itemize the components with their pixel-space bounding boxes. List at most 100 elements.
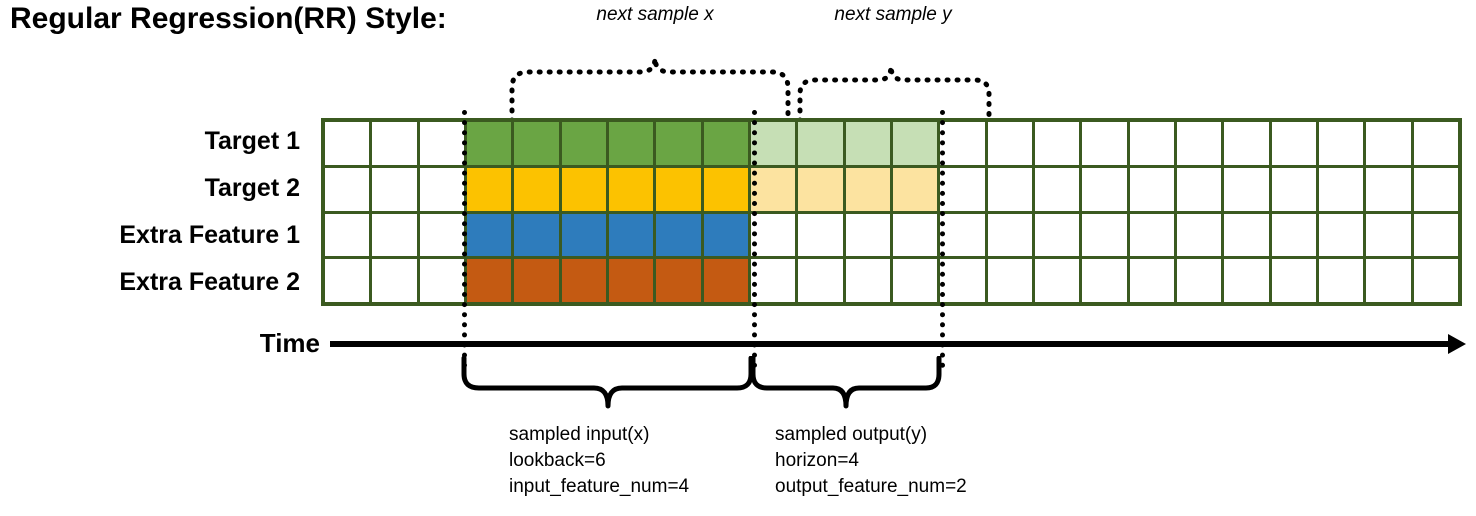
grid-cell-empty xyxy=(419,122,464,165)
grid-cell-empty xyxy=(798,259,843,302)
grid-cell-input xyxy=(514,213,559,257)
grid-cell-input xyxy=(466,259,512,302)
next-sample-x-brace xyxy=(509,57,791,123)
grid-cell-input xyxy=(608,167,654,211)
grid-cell-empty xyxy=(372,213,417,257)
grid-cell-empty xyxy=(940,122,985,165)
grid-cell-empty xyxy=(845,213,890,257)
grid-cell-empty xyxy=(1034,259,1080,302)
sampled-output-brace xyxy=(750,356,942,409)
row-label-extra-feature-2: Extra Feature 2 xyxy=(119,268,300,296)
grid-cell-empty xyxy=(1129,213,1174,257)
sampled-output-line-1: sampled output(y) xyxy=(775,424,928,445)
time-axis-label: Time xyxy=(259,328,320,358)
grid-cell-output xyxy=(798,167,843,211)
grid-cell-empty xyxy=(1034,167,1080,211)
grid-cell-empty xyxy=(1413,167,1458,211)
next-sample-y-brace xyxy=(797,65,992,123)
grid-cell-empty xyxy=(325,122,370,165)
time-axis-arrow-icon xyxy=(1448,334,1466,354)
grid-cell-empty xyxy=(1271,167,1316,211)
grid-cell-empty xyxy=(325,259,370,302)
grid-cell-empty xyxy=(325,213,370,257)
grid-cell-empty xyxy=(419,213,464,257)
sampled-input-line-2: lookback=6 xyxy=(509,450,606,471)
grid-cell-empty xyxy=(1318,167,1364,211)
row-label-target-1: Target 1 xyxy=(204,127,300,155)
grid-cell-output xyxy=(798,122,843,165)
grid-cell-input xyxy=(514,259,559,302)
grid-cell-empty xyxy=(750,213,796,257)
grid-cell-empty xyxy=(1318,213,1364,257)
grid-cell-empty xyxy=(1082,259,1127,302)
grid-cell-empty xyxy=(892,213,938,257)
sampled-output-line-2: horizon=4 xyxy=(775,450,859,471)
grid-cell-empty xyxy=(940,259,985,302)
grid-cell-empty xyxy=(1413,259,1458,302)
grid-cell-input xyxy=(656,122,701,165)
grid-cell-empty xyxy=(987,259,1032,302)
grid-cell-empty xyxy=(1318,259,1364,302)
guide-line-input-start xyxy=(462,110,467,368)
grid-cell-empty xyxy=(1129,259,1174,302)
grid-cell-output xyxy=(892,122,938,165)
sampled-input-brace xyxy=(461,356,754,409)
grid-cell-input xyxy=(514,122,559,165)
grid-cell-empty xyxy=(372,167,417,211)
grid-cell-empty xyxy=(1034,122,1080,165)
grid-cell-empty xyxy=(845,259,890,302)
time-axis-line xyxy=(330,341,1452,347)
grid-cell-empty xyxy=(1129,122,1174,165)
grid-cell-empty xyxy=(1176,213,1222,257)
grid-cell-empty xyxy=(750,259,796,302)
grid-cell-input xyxy=(608,259,654,302)
grid-cell-empty xyxy=(1224,213,1269,257)
grid-cell-input xyxy=(656,167,701,211)
grid-cell-input xyxy=(608,122,654,165)
grid-cell-empty xyxy=(1224,259,1269,302)
grid-cell-empty xyxy=(419,167,464,211)
grid-cell-output xyxy=(845,122,890,165)
grid-cell-input xyxy=(608,213,654,257)
grid-cell-input xyxy=(656,259,701,302)
grid-cell-output xyxy=(845,167,890,211)
grid-cell-output xyxy=(750,167,796,211)
grid-cell-empty xyxy=(987,213,1032,257)
guide-line-input-end xyxy=(752,110,757,368)
row-label-target-2: Target 2 xyxy=(204,174,300,202)
grid-cell-empty xyxy=(1271,213,1316,257)
grid-cell-empty xyxy=(1271,122,1316,165)
next-sample-y-label: next sample y xyxy=(834,4,952,25)
grid-cell-empty xyxy=(1129,167,1174,211)
grid-cell-empty xyxy=(1366,213,1411,257)
grid-cell-input xyxy=(561,167,606,211)
grid-cell-empty xyxy=(419,259,464,302)
sampled-input-annotation: sampled input(x) lookback=6 input_featur… xyxy=(509,422,689,500)
grid-cell-input xyxy=(466,167,512,211)
grid-cell-input xyxy=(561,259,606,302)
grid-cell-empty xyxy=(325,167,370,211)
sampled-input-line-3: input_feature_num=4 xyxy=(509,476,690,497)
next-sample-x-label: next sample x xyxy=(596,4,714,25)
grid-cell-output xyxy=(750,122,796,165)
grid-cell-empty xyxy=(1271,259,1316,302)
grid-cell-empty xyxy=(372,259,417,302)
grid-cell-input xyxy=(703,167,748,211)
grid-cell-empty xyxy=(1082,122,1127,165)
grid-cell-input xyxy=(656,213,701,257)
grid-cell-empty xyxy=(798,213,843,257)
grid-cell-empty xyxy=(940,213,985,257)
grid-cell-empty xyxy=(1224,122,1269,165)
grid-cell-empty xyxy=(1413,122,1458,165)
grid-cell-input xyxy=(514,167,559,211)
grid-cell-input xyxy=(561,213,606,257)
grid-cell-empty xyxy=(1366,259,1411,302)
sampled-output-annotation: sampled output(y) horizon=4 output_featu… xyxy=(775,422,967,500)
grid-cell-input xyxy=(466,213,512,257)
grid-cell-empty xyxy=(1176,122,1222,165)
grid-cell-empty xyxy=(1176,167,1222,211)
grid-cell-empty xyxy=(1034,213,1080,257)
grid-cell-input xyxy=(466,122,512,165)
grid-cell-input xyxy=(703,213,748,257)
